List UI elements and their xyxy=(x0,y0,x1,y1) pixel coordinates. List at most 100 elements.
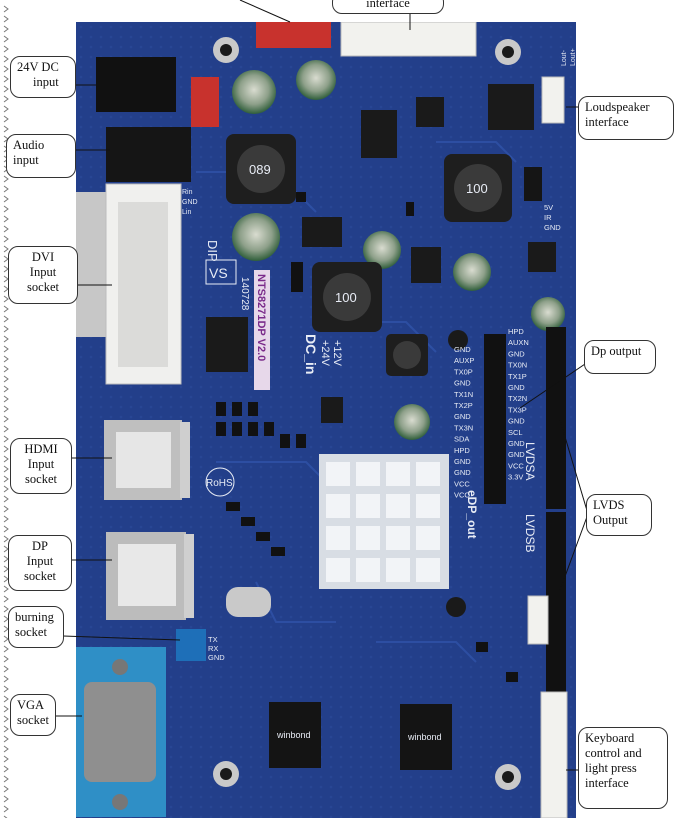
side-white-connector xyxy=(527,595,549,645)
pin-label: GND xyxy=(544,223,561,232)
margin-mark xyxy=(3,345,9,353)
silk-vs: VS xyxy=(209,265,228,281)
pin-label: 5V xyxy=(544,203,553,212)
silk-date: 140728 xyxy=(239,277,250,311)
lvdsb-header xyxy=(546,512,566,692)
margin-mark xyxy=(3,425,9,433)
pin-label: Lin xyxy=(182,209,191,216)
margin-mark xyxy=(3,595,9,603)
pin-label: 3.3V xyxy=(508,473,523,482)
pin-label: TX0N xyxy=(508,361,527,370)
margin-mark xyxy=(3,175,9,183)
callout-vga-socket: VGA socket xyxy=(10,694,56,736)
margin-mark xyxy=(3,225,9,233)
ic-chips xyxy=(206,84,556,423)
pin-label: GND xyxy=(508,439,525,448)
pin-label: GND xyxy=(182,199,198,206)
margin-mark xyxy=(3,75,9,83)
margin-mark xyxy=(3,405,9,413)
pin-label: SCL xyxy=(508,428,523,437)
margin-mark xyxy=(3,535,9,543)
pin-label: TX2P xyxy=(454,401,473,410)
margin-mark xyxy=(3,185,9,193)
margin-mark xyxy=(3,605,9,613)
silk-rohs: RoHS xyxy=(206,478,233,489)
margin-mark xyxy=(3,55,9,63)
pin-label: VCC xyxy=(454,479,470,488)
pin-label: HPD xyxy=(454,446,470,455)
pin-label: TX3N xyxy=(454,423,473,432)
silk-lvdsb: LVDSB xyxy=(523,514,537,552)
margin-mark xyxy=(3,695,9,703)
margin-mark xyxy=(3,325,9,333)
inductors xyxy=(226,134,512,376)
margin-mark xyxy=(3,385,9,393)
page-margin-marks xyxy=(3,5,9,818)
silk-24v: +24V xyxy=(319,340,331,367)
margin-mark xyxy=(3,105,9,113)
margin-mark xyxy=(3,685,9,693)
callout-keyboard-interface: Keyboard control and light press interfa… xyxy=(578,727,668,809)
margin-mark xyxy=(3,65,9,73)
margin-mark xyxy=(3,315,9,323)
pin-label: GND xyxy=(208,653,225,662)
pin-label: GND xyxy=(454,412,471,421)
margin-mark xyxy=(3,355,9,363)
margin-mark xyxy=(3,725,9,733)
pin-label: IR xyxy=(544,213,552,222)
memory-brand-left: winbond xyxy=(276,730,311,740)
margin-mark xyxy=(3,375,9,383)
margin-mark xyxy=(3,715,9,723)
margin-mark xyxy=(3,505,9,513)
silk-dc-in: DC_in xyxy=(303,334,319,374)
margin-mark xyxy=(3,745,9,753)
tactile-button xyxy=(446,597,466,617)
dp-left-pin-labels: GNDAUXPTX0PGNDTX1NTX2PGNDTX3NSDAHPDGNDGN… xyxy=(454,345,474,500)
speaker-connector xyxy=(541,76,565,124)
callout-loudspeaker-interface: Loudspeaker interface xyxy=(578,96,674,140)
pin-label: SDA xyxy=(454,435,469,444)
silk-12v: +12V xyxy=(331,340,343,367)
inductor-label-089: 089 xyxy=(249,162,271,177)
dp-right-pin-labels: HPDAUXNGNDTX0NTX1PGNDTX2NTX3PGNDSCLGNDGN… xyxy=(508,327,529,482)
callout-24v-dc-input: 24V DC input xyxy=(10,56,76,98)
margin-mark xyxy=(3,205,9,213)
margin-mark xyxy=(3,515,9,523)
pin-label: HPD xyxy=(508,327,524,336)
margin-mark xyxy=(3,5,9,13)
top-white-connector xyxy=(340,21,477,57)
pcb-illustration: 089 100 100 xyxy=(76,21,595,819)
silk-edp-out: eDP_out xyxy=(465,490,479,539)
margin-mark xyxy=(3,805,9,813)
margin-mark xyxy=(3,735,9,743)
callout-top-interface: interface xyxy=(332,0,444,14)
callout-audio-input: Audio input xyxy=(6,134,76,178)
margin-mark xyxy=(3,655,9,663)
pin-label: TX xyxy=(208,635,218,644)
margin-mark xyxy=(3,395,9,403)
pin-label: GND xyxy=(454,345,471,354)
pin-label: Lout+ xyxy=(570,48,576,66)
margin-mark xyxy=(3,295,9,303)
silk-dip: DIP xyxy=(205,240,220,262)
margin-mark xyxy=(3,45,9,53)
margin-mark xyxy=(3,585,9,593)
margin-mark xyxy=(3,15,9,23)
pin-label: TX2N xyxy=(508,394,527,403)
red-power-header xyxy=(191,77,219,127)
callout-burning-socket: burning socket xyxy=(8,606,64,648)
electrolytic-capacitors xyxy=(232,60,565,440)
pin-label: GND xyxy=(454,457,471,466)
margin-mark xyxy=(3,245,9,253)
pin-label: GND xyxy=(508,349,525,358)
mounting-holes xyxy=(213,37,521,790)
inductor-label-100-a: 100 xyxy=(466,181,488,196)
pin-label: GND xyxy=(454,379,471,388)
margin-mark xyxy=(3,485,9,493)
margin-mark xyxy=(3,765,9,773)
margin-mark xyxy=(3,215,9,223)
edp-output-header xyxy=(484,334,506,504)
margin-mark xyxy=(3,495,9,503)
